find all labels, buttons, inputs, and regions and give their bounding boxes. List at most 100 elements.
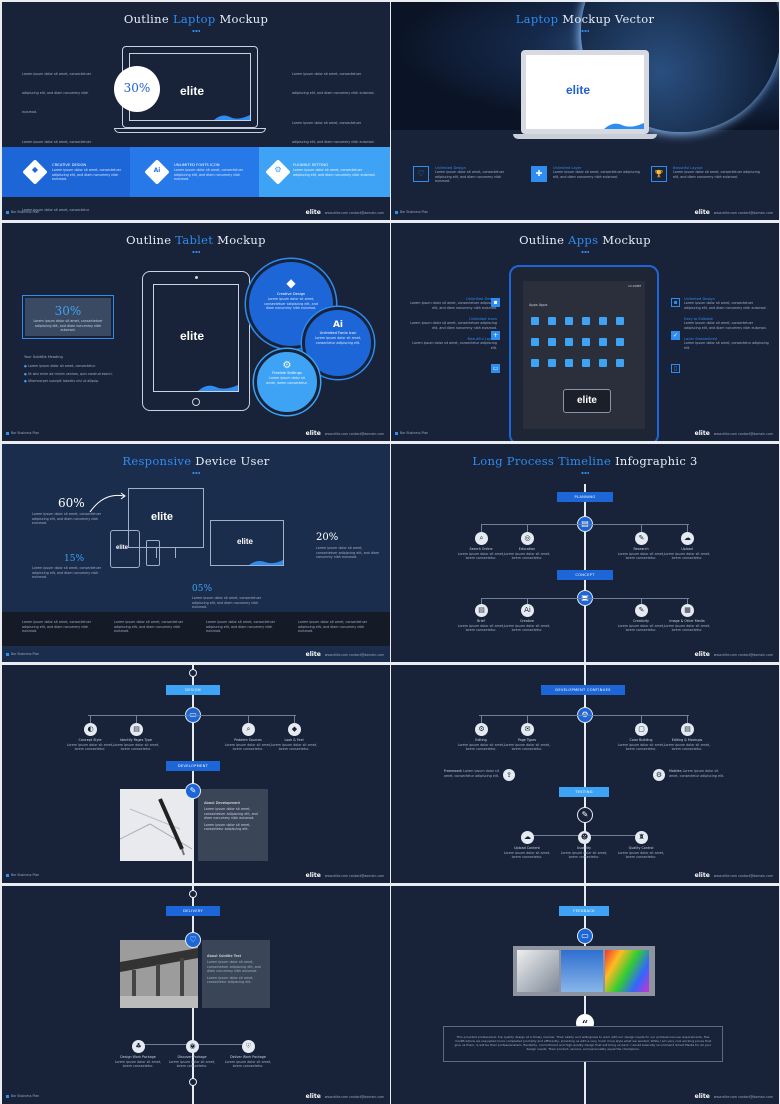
percent-text: Lorem ipsum dolor sit amet, consectetuer… <box>316 546 380 559</box>
app-icon[interactable] <box>531 359 539 367</box>
slide-design-development[interactable]: DESIGN ▭ DEVELOPMENT About Development L… <box>2 665 390 883</box>
slide-dev-continues[interactable]: DEVELOPMENT CONTINUES ⚙ ⇪ Framework Lore… <box>391 665 779 883</box>
footer-site: www.elite.com <box>713 432 738 436</box>
connector-line <box>138 1045 139 1046</box>
feature-text: Lorem ipsum dolor sit amet, consectetuer… <box>52 168 122 181</box>
slide-responsive-device[interactable]: Responsive Device User elite elite elite… <box>2 444 390 662</box>
about-box: About Development Lorem ipsum dolor sit … <box>198 789 268 861</box>
elite-logo: elite <box>151 511 174 523</box>
feature-box-fonts[interactable]: Ai UNLIMITED FONTS ICON Lorem ipsum dolo… <box>130 147 259 197</box>
tag-design: DESIGN <box>166 685 220 695</box>
app-icon[interactable] <box>548 359 556 367</box>
connector-line <box>136 716 137 723</box>
footer-site: www.elite.com <box>324 432 349 436</box>
app-icon[interactable] <box>599 359 607 367</box>
bullet-item: Lorem ipsum dolor sit amet, consectetur … <box>22 208 90 212</box>
slide-outline-laptop[interactable]: Outline Laptop Mockup elite 30% Lorem ip… <box>2 2 390 220</box>
connector-line <box>527 836 528 837</box>
circle-settings[interactable]: ⚙ Flexible Settings Lorem ipsum dolor si… <box>254 349 320 415</box>
bullet-item: ● Lorem ipsum dolor sit amet, consectetu… <box>24 364 96 368</box>
app-icon[interactable] <box>582 359 590 367</box>
plus-icon: + <box>491 331 500 340</box>
percent-60: 60% <box>58 496 85 510</box>
footer-site: www.elite.com <box>324 653 349 657</box>
slide-timeline-3[interactable]: Long Process Timeline Infographic 3 PLAN… <box>391 444 779 662</box>
feature-text: Lorem ipsum dolor sit amet, consectetuer… <box>293 168 376 177</box>
connector-line <box>687 716 688 723</box>
percent-text: Lorem ipsum dolor sit amet, consectetuer… <box>192 596 262 609</box>
laptop-silver: elite <box>521 50 649 134</box>
editing-icon: ⚙ <box>475 723 488 736</box>
circle-text: Lorem ipsum dolor sit amet, consectetur … <box>314 336 362 345</box>
feature-text: Lorem ipsum dolor sit amet, consectetuer… <box>553 170 640 179</box>
feature-box-creative[interactable]: ◆ CREATIVE DESIGN Lorem ipsum dolor sit … <box>2 147 130 197</box>
app-icon[interactable] <box>599 317 607 325</box>
app-icon[interactable] <box>582 338 590 346</box>
app-icon[interactable] <box>599 338 607 346</box>
bullet-item: ● Ullamcorper suscipit lobortis nisl ut … <box>24 379 100 383</box>
connector-line <box>481 525 482 532</box>
shield-icon: ▪ <box>671 298 680 307</box>
node-development: ✎ <box>185 783 201 799</box>
tag-dev-continues: DEVELOPMENT CONTINUES <box>541 685 625 695</box>
footer-left: Bar Business Plan <box>395 210 428 214</box>
app-icon[interactable] <box>565 359 573 367</box>
slide-outline-tablet[interactable]: Outline Tablet Mockup 30% Lorem ipsum do… <box>2 223 390 441</box>
creative-icon: Ai <box>521 604 534 617</box>
feature-label: CREATIVE DESIGN <box>52 162 87 167</box>
app-icon[interactable] <box>616 317 624 325</box>
feature-item: Unlimited Layer Lorem ipsum dolor sit am… <box>553 166 641 179</box>
title-dots <box>192 472 200 474</box>
slide-laptop-vector[interactable]: Laptop Mockup Vector elite ♡ Unlimited D… <box>391 2 779 220</box>
slide-outline-apps[interactable]: Outline Apps Mockup 12:00PM Apps Apps el… <box>391 223 779 441</box>
slide-delivery[interactable]: DELIVERY About Subtitle Text Lorem ipsum… <box>2 886 390 1104</box>
app-icon[interactable] <box>616 359 624 367</box>
users-icon: ☻ <box>578 831 591 844</box>
slide-feedback[interactable]: FEEDBACK ▭ “ This provided professional,… <box>391 886 779 1104</box>
feature-label: Unlimited Design <box>435 166 466 170</box>
circle-text: Lorem ipsum dolor sit amet, consectetuer… <box>264 297 318 310</box>
feature-text: Lorem ipsum dolor sit amet, consectetuer… <box>435 170 505 183</box>
app-icon[interactable] <box>582 317 590 325</box>
branch-line <box>481 598 689 599</box>
monitor-outline: elite <box>128 488 204 548</box>
feature-label: UNLIMITED FONTS ICON <box>174 162 220 167</box>
app-icon[interactable] <box>548 338 556 346</box>
app-icon[interactable] <box>565 317 573 325</box>
connector-line <box>641 836 642 837</box>
app-icon[interactable] <box>565 338 573 346</box>
tablet-camera <box>194 276 198 279</box>
quality-icon: ♜ <box>635 831 648 844</box>
percent-text: Lorem ipsum dolor sit amet, consectetuer… <box>32 566 102 579</box>
photo-building <box>561 950 603 992</box>
connector-line <box>481 716 482 723</box>
app-icon[interactable] <box>616 338 624 346</box>
app-icon[interactable] <box>548 317 556 325</box>
footer-email: contact@domain.com <box>349 653 384 657</box>
feature-label: FLEXIBLE SETTING <box>293 162 329 167</box>
tag-feedback: FEEDBACK <box>559 906 609 916</box>
connector-line <box>248 716 249 723</box>
laptop-base <box>114 128 266 133</box>
footer-site: www.elite.com <box>713 653 738 657</box>
bridge-drawing <box>120 940 198 1008</box>
feature-label: Beautiful Layout <box>673 166 703 170</box>
percent-circle: 30% <box>114 66 160 112</box>
connector-line <box>641 716 642 723</box>
slide-title: Outline Laptop Mockup <box>123 12 269 26</box>
upload-icon: ☁ <box>681 532 694 545</box>
app-icon[interactable] <box>531 317 539 325</box>
node-delivery: ♡ <box>185 932 201 948</box>
app-icon[interactable] <box>531 338 539 346</box>
feature-box-settings[interactable]: ⚙ FLEXIBLE SETTING Lorem ipsum dolor sit… <box>259 147 390 197</box>
photo-swatches <box>605 950 649 992</box>
shield-icon: ▪ <box>491 298 500 307</box>
